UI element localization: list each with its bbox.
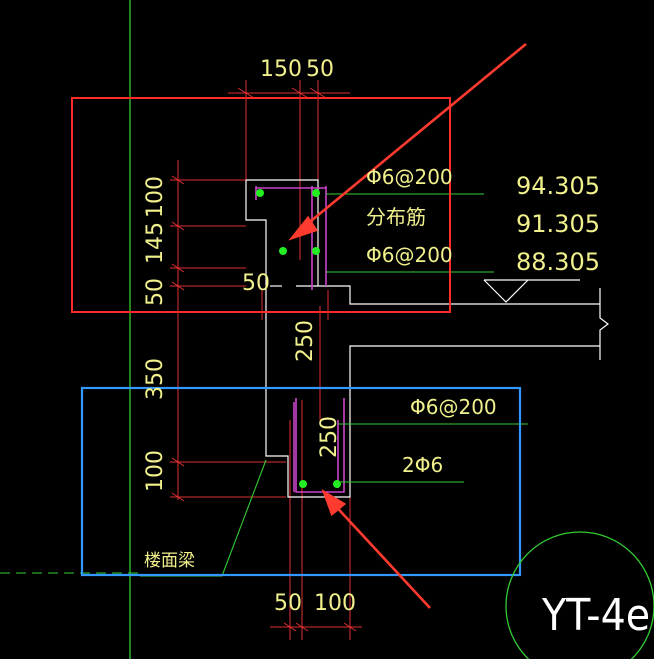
- dim-left-145: 145: [143, 222, 168, 264]
- label-distribution-bar: 分布筋: [366, 205, 426, 229]
- arrow-upper-head: [288, 215, 319, 241]
- dim-left-100-bottom: 100: [143, 450, 168, 492]
- dim-left-100-top: 100: [143, 176, 168, 218]
- structure-outline: [245, 179, 609, 498]
- dim-vert-250-lower: 250: [317, 416, 342, 458]
- dim-left-350: 350: [143, 358, 168, 400]
- dim-vert-250-upper: 250: [293, 320, 318, 362]
- dim-top-150: 150: [260, 57, 302, 82]
- highlight-box-blue: [80, 386, 522, 577]
- drawing-tag-circle: [505, 531, 654, 659]
- rebar-lines: [255, 186, 345, 493]
- label-lower-main-bars: 2Φ6: [402, 453, 443, 477]
- label-lower-stirrup: Φ6@200: [410, 395, 497, 419]
- dim-left-50: 50: [143, 278, 168, 306]
- elevation-marker: [483, 279, 580, 303]
- dim-top-50: 50: [306, 57, 334, 82]
- arrow-lower: [329, 499, 431, 609]
- rebar-dots: [256, 189, 341, 488]
- elevation-1: 94.305: [516, 172, 600, 200]
- arrow-lower-head: [321, 488, 347, 517]
- leader-lines: [140, 193, 528, 577]
- annotation-arrows: [288, 42, 527, 609]
- dim-mid-50: 50: [242, 271, 270, 296]
- label-upper-rebar-2: Φ6@200: [366, 243, 453, 267]
- elevation-3: 88.305: [516, 248, 600, 276]
- label-floor-beam: 楼面梁: [144, 551, 195, 571]
- drawing-tag-text: YT-4e: [541, 590, 650, 641]
- label-upper-rebar-1: Φ6@200: [366, 165, 453, 189]
- highlight-box-red: [71, 97, 451, 313]
- dim-bottom-100: 100: [314, 591, 356, 616]
- arrow-upper: [299, 42, 527, 232]
- dim-bottom-50: 50: [274, 591, 302, 616]
- elevation-2: 91.305: [516, 210, 600, 238]
